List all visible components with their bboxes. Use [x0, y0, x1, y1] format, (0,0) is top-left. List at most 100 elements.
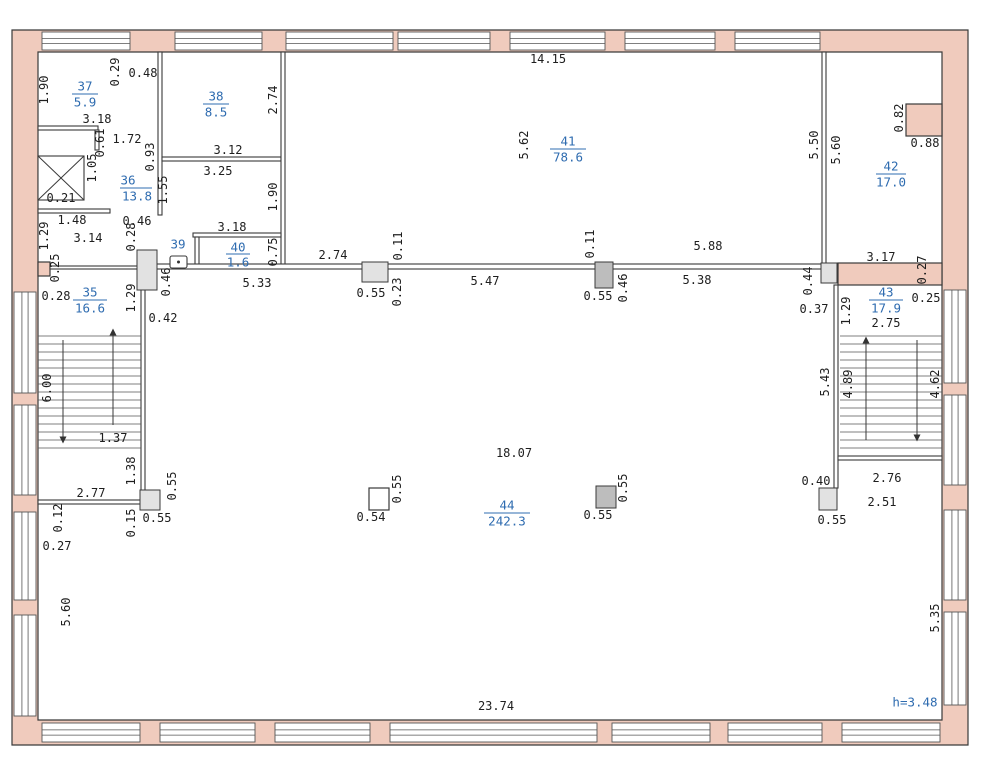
dimension-label: 6.00: [40, 374, 54, 403]
room-35-label: 35 16.6: [73, 285, 107, 316]
room-area: 13.8: [122, 189, 152, 204]
room-42-label: 42 17.0: [876, 159, 906, 190]
room-number: 36: [120, 173, 135, 188]
room-number: 42: [883, 159, 898, 174]
interior-wall: [49, 265, 139, 270]
dimension-label: 0.46: [159, 268, 173, 297]
interior-wall: [833, 284, 839, 489]
elevator-shaft: [37, 155, 85, 201]
wall-pier: [905, 103, 943, 137]
window: [13, 614, 37, 717]
interior-wall: [194, 236, 200, 269]
dimension-label: 0.46: [123, 214, 152, 228]
window-frame: [285, 31, 394, 51]
dimension-label: 2.74: [266, 86, 280, 115]
dimension-label: 1.05: [85, 154, 99, 183]
dimension-label: 1.55: [156, 176, 170, 205]
dimension-label: 0.93: [143, 143, 157, 172]
window: [41, 31, 131, 51]
elevator-cross-line: [37, 155, 85, 201]
room-number: 38: [208, 89, 223, 104]
window: [41, 722, 141, 743]
dimension-label: 4.89: [841, 370, 855, 399]
room-36-label: 36 13.8: [120, 173, 152, 204]
dimension-label: 0.28: [124, 223, 138, 252]
window-frame: [943, 289, 967, 384]
window-frame: [611, 722, 711, 743]
interior-wall: [140, 268, 146, 492]
room-area: 1.6: [227, 255, 250, 270]
dimension-label: 0.44: [801, 267, 815, 296]
dimension-label: 23.74: [478, 699, 514, 713]
window-frame: [41, 31, 131, 51]
window-frame: [624, 31, 716, 51]
interior-wall: [149, 263, 839, 270]
staircase-35: [38, 328, 141, 449]
window-frame: [727, 722, 823, 743]
column: [818, 487, 838, 511]
dimension-label: 1.72: [113, 132, 142, 146]
room-area: 5.9: [74, 95, 97, 110]
column: [820, 262, 838, 284]
room-41-label: 41 78.6: [550, 134, 586, 165]
dimension-label: 0.29: [108, 58, 122, 87]
window: [13, 404, 37, 496]
dimension-label: 2.75: [872, 316, 901, 330]
windows: [13, 31, 967, 743]
window: [13, 511, 37, 601]
dimension-label: 1.29: [839, 297, 853, 326]
dimension-label: 0.55: [357, 286, 386, 300]
window: [285, 31, 394, 51]
ceiling-height-label: h=3.48: [892, 695, 937, 710]
room-area: 17.0: [876, 175, 906, 190]
interior-wall: [192, 232, 282, 238]
dimension-label: 0.48: [129, 66, 158, 80]
dimension-label: 2.51: [868, 495, 897, 509]
column: [595, 485, 617, 509]
window: [174, 31, 263, 51]
column: [361, 261, 389, 283]
wall-pier: [837, 262, 943, 286]
exterior-walls: [11, 29, 969, 746]
room-area: 242.3: [488, 514, 526, 529]
window: [943, 394, 967, 486]
window-frame: [174, 31, 263, 51]
dimension-label: 1.29: [124, 284, 138, 313]
dimension-label: 5.60: [829, 136, 843, 165]
dimension-label: 0.12: [51, 504, 65, 533]
dimension-label: 0.27: [915, 256, 929, 285]
dimension-label: 0.28: [42, 289, 71, 303]
column: [368, 487, 390, 511]
dimension-label: 5.62: [517, 131, 531, 160]
interior-wall: [37, 125, 99, 131]
window-frame: [397, 31, 491, 51]
interior-wall: [157, 51, 163, 216]
dimension-label: 5.33: [243, 276, 272, 290]
column: [594, 261, 614, 289]
dimension-label: 0.75: [266, 238, 280, 267]
window-frame: [13, 511, 37, 601]
window-frame: [274, 722, 371, 743]
dimension-label: 2.74: [319, 248, 348, 262]
room-number: 37: [77, 79, 92, 94]
window: [943, 611, 967, 706]
dimension-label: 0.55: [390, 475, 404, 504]
window-frame: [509, 31, 606, 51]
room-number: 41: [560, 134, 575, 149]
window: [943, 509, 967, 601]
dimension-label: 1.48: [58, 213, 87, 227]
room-number: 35: [82, 285, 97, 300]
room-area: 78.6: [553, 150, 583, 165]
interior-wall: [280, 51, 286, 269]
room-43-label: 43 17.9: [869, 285, 903, 316]
interior-wall: [94, 129, 100, 151]
dimension-label: 5.35: [928, 604, 942, 633]
room-38-label: 38 8.5: [203, 89, 229, 120]
dimension-label: 3.12: [214, 143, 243, 157]
dimension-label: 0.55: [143, 511, 172, 525]
window: [509, 31, 606, 51]
dimension-label: 0.11: [391, 232, 405, 261]
window: [727, 722, 823, 743]
room-39-label: 39: [170, 237, 185, 252]
dimension-label: 0.55: [584, 508, 613, 522]
